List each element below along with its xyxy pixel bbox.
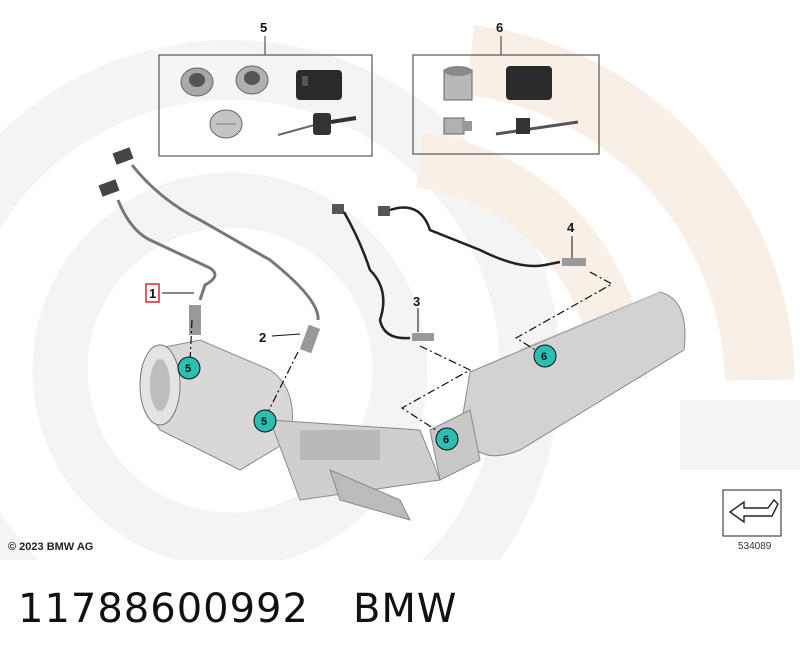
part-label-1[interactable]: 1 bbox=[149, 286, 156, 301]
drill-tool-icon bbox=[495, 118, 579, 136]
plug-screw-icon bbox=[209, 109, 243, 139]
image-number: 534089 bbox=[738, 541, 772, 552]
exhaust-sensor-diagram: 5 6 bbox=[0, 20, 800, 560]
bubble-6: 6 bbox=[533, 344, 557, 368]
sensor-3-cable bbox=[332, 204, 434, 341]
part-label-4[interactable]: 4 bbox=[567, 220, 575, 235]
svg-text:5: 5 bbox=[261, 416, 267, 428]
oxygen-sensor-1 bbox=[189, 305, 201, 335]
plug-screw-icon bbox=[443, 117, 472, 135]
adapter-nut-icon bbox=[180, 67, 214, 97]
weld-boss-icon bbox=[443, 66, 473, 101]
navigation-arrow-icon bbox=[722, 489, 782, 537]
part-label-2[interactable]: 2 bbox=[259, 330, 266, 345]
svg-text:5: 5 bbox=[185, 363, 191, 375]
drill-tool-icon bbox=[277, 113, 357, 136]
install-lines bbox=[189, 271, 614, 439]
copyright-text: © 2023 BMW AG bbox=[8, 541, 94, 553]
kit-label-5: 5 bbox=[260, 20, 267, 35]
bubble-5: 5 bbox=[177, 356, 201, 380]
kit-box-5: 5 bbox=[158, 20, 373, 157]
sensor-2-cable bbox=[112, 147, 321, 354]
bubble-5: 5 bbox=[253, 409, 277, 433]
oxygen-sensor-2 bbox=[299, 324, 321, 354]
svg-text:6: 6 bbox=[443, 434, 449, 446]
catalytic-converter bbox=[139, 339, 441, 521]
part-label-3[interactable]: 3 bbox=[413, 294, 420, 309]
caption: 11788600992 BMW bbox=[18, 586, 457, 632]
leader-lines bbox=[162, 236, 573, 337]
svg-text:6: 6 bbox=[541, 351, 547, 363]
part-1-highlight bbox=[145, 283, 160, 303]
part-number: 11788600992 bbox=[18, 586, 309, 632]
particulate-filter bbox=[429, 291, 686, 481]
adapter-nut-icon bbox=[235, 65, 269, 95]
temperature-sensor-4 bbox=[562, 258, 586, 266]
brand-name: BMW bbox=[352, 586, 458, 632]
temperature-sensor-3 bbox=[412, 333, 434, 341]
kit-label-6: 6 bbox=[496, 20, 503, 35]
sensor-4-cable bbox=[378, 206, 586, 268]
hole-saw-icon bbox=[506, 66, 552, 100]
kit-box-6: 6 bbox=[412, 20, 600, 155]
hole-saw-icon bbox=[296, 70, 342, 100]
bubble-6: 6 bbox=[435, 427, 459, 451]
